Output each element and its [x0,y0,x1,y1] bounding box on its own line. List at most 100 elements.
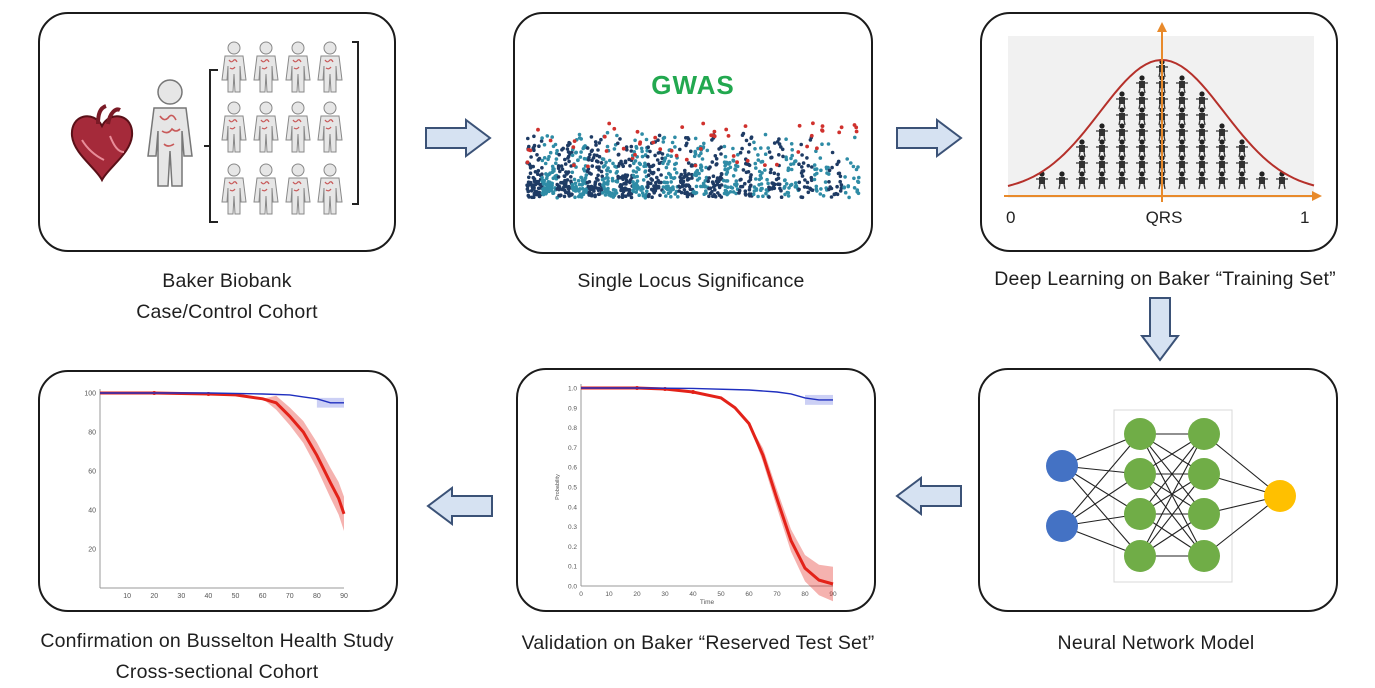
snp-point [610,176,615,181]
snp-point [847,195,851,200]
snp-point [599,137,603,142]
snp-point [617,195,621,199]
snp-point [686,136,690,140]
snp-point [537,190,542,195]
snp-point [673,162,677,167]
nn-edge [1139,433,1205,515]
snp-point [711,194,715,198]
snp-point [608,169,612,174]
biobank-panel [38,12,396,252]
snp-point [800,169,805,173]
snp-point [596,148,600,152]
person-icon [285,41,311,93]
x-tick-label: 80 [313,593,321,600]
significant-snp-point [680,125,685,129]
arrow-right-icon [425,118,492,158]
snp-point [658,193,662,198]
snp-point [784,155,788,159]
snp-point [846,184,850,189]
snp-point [648,149,652,154]
person-icon [285,101,311,153]
validation-caption: Validation on Baker “Reserved Test Set” [521,632,875,654]
y-tick-label: 0.9 [568,405,577,412]
snp-point [692,173,697,177]
stick-person-icon [1076,155,1088,174]
snp-point [845,157,849,161]
snp-point [632,161,636,166]
snp-point [752,185,757,189]
snp-point [645,185,650,189]
snp-point [546,157,550,162]
snp-point [649,187,654,192]
snp-point [634,170,639,174]
snp-point [835,162,839,167]
snp-point [536,168,541,173]
snp-point [780,147,785,152]
arrow-right-icon [896,118,963,158]
significant-snp-point [651,140,656,145]
snp-point [569,175,573,179]
snp-point [605,182,610,186]
snp-point [529,155,533,159]
snp-point [819,187,823,191]
snp-point [618,137,622,141]
snp-point [611,161,615,166]
significant-snp-point [712,129,717,134]
snp-point [564,180,568,185]
stick-person-icon [1196,139,1208,158]
snp-point [825,171,829,175]
snp-point [526,184,530,189]
snp-point [749,173,753,177]
snp-point [564,170,568,174]
snp-point [797,187,801,192]
snp-point [837,171,842,176]
hidden-node [1188,540,1220,572]
snp-point [717,147,721,151]
snp-point [551,144,556,149]
y-tick-label: 20 [88,547,96,554]
snp-point [683,184,688,188]
snp-point [593,140,598,144]
significant-snp-point [669,148,674,153]
snp-point [723,154,728,159]
snp-point [818,192,823,196]
stick-person-icon [1216,155,1228,174]
snp-point [736,152,740,157]
snp-point [526,180,531,184]
stick-person-icon [1176,139,1188,158]
snp-point [556,175,561,179]
snp-point [582,156,587,161]
snp-point [564,190,568,195]
y-tick-label: 0.8 [568,425,577,432]
confidence-band [581,388,833,602]
snp-point [797,180,802,185]
snp-point [767,195,771,199]
snp-point [725,185,730,189]
snp-point [536,186,541,191]
person-icon [253,41,279,93]
significant-snp-point [548,138,553,143]
snp-point [832,192,837,197]
snp-point [623,159,628,163]
hidden-node [1124,540,1156,572]
stick-person-icon [1256,171,1268,190]
nn-edge [1203,433,1281,497]
snp-point [601,183,606,188]
x-tick-label: 40 [205,593,213,600]
snp-point [754,177,758,181]
nn-edge [1139,473,1205,557]
snp-point [754,188,759,192]
heart-icon [70,104,134,183]
person-icon [221,41,247,93]
snp-point [583,144,587,148]
snp-point [789,142,794,146]
nn-edge [1061,465,1141,557]
snp-point [573,181,578,186]
snp-point [731,159,736,163]
snp-point [547,172,551,177]
snp-point [731,174,736,178]
snp-point [772,171,777,175]
y-tick-label: 40 [88,508,96,515]
snp-point [757,177,762,182]
stick-person-icon [1236,171,1248,190]
